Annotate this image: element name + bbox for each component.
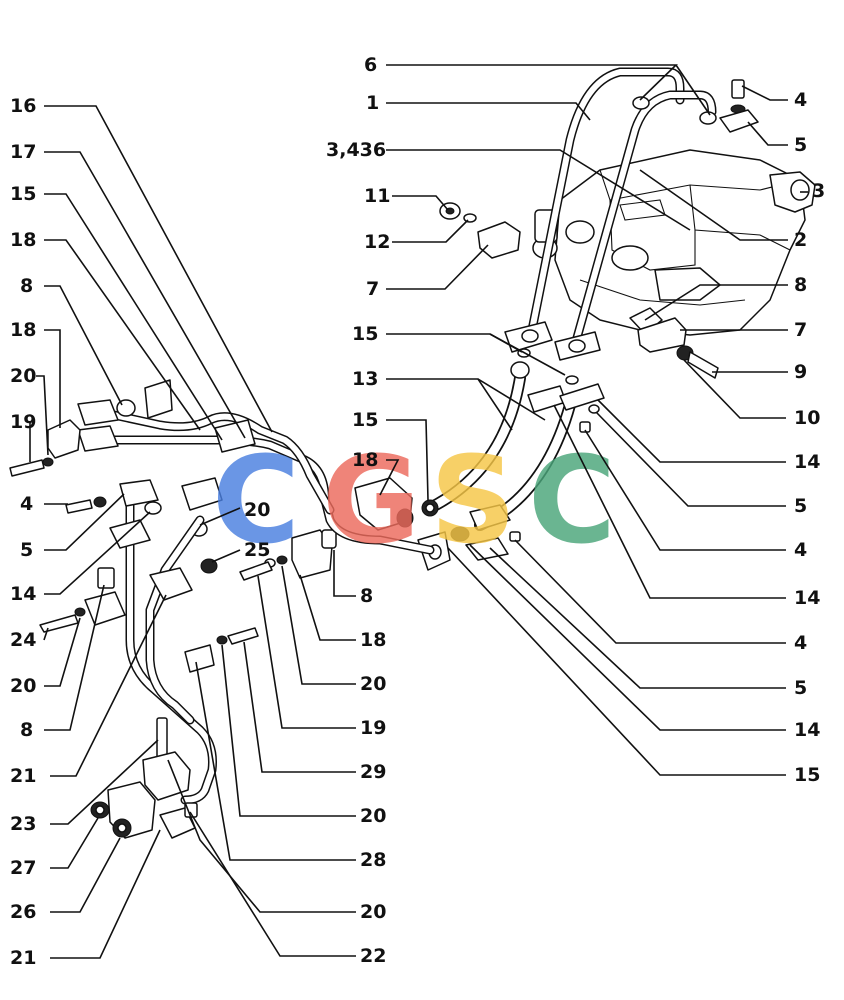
part-label: 4 — [794, 632, 807, 654]
part-label: 20 — [244, 499, 270, 521]
part-label: 17 — [10, 141, 36, 163]
part-label: 18 — [360, 629, 386, 651]
part-label: 24 — [10, 629, 36, 651]
part-label: 11 — [364, 185, 390, 207]
part-label: 1 — [366, 92, 379, 114]
part-label: 7 — [794, 319, 807, 341]
part-label: 5 — [794, 495, 807, 517]
part-label: 20 — [360, 901, 386, 923]
bottom-assembly — [90, 717, 198, 839]
part-label: 9 — [794, 361, 807, 383]
part-label: 12 — [364, 231, 390, 253]
part-label: 5 — [794, 134, 807, 156]
pipes-right — [504, 67, 717, 361]
part-label: 8 — [794, 274, 807, 296]
part-label: 21 — [10, 947, 36, 969]
part-label: 13 — [352, 368, 378, 390]
part-label: 4 — [794, 539, 807, 561]
part-label: 15 — [794, 764, 820, 786]
labels-right: 6 1 3,436 11 12 7 15 13 15 18 4 5 — [326, 54, 825, 786]
part-label: 16 — [10, 95, 36, 117]
part-label: 29 — [360, 761, 386, 783]
part-label: 20 — [10, 675, 36, 697]
part-label: 18 — [352, 449, 378, 471]
pipes-left — [77, 399, 435, 805]
part-label: 3 — [812, 180, 825, 202]
part-label: 8 — [20, 275, 33, 297]
part-label: 14 — [794, 587, 820, 609]
part-label: 18 — [10, 319, 36, 341]
part-label: 14 — [794, 719, 820, 741]
labels-left: 16 17 15 18 8 18 20 19 4 5 14 24 — [10, 95, 273, 969]
part-label: 3,436 — [326, 139, 386, 161]
part-label: 20 — [360, 805, 386, 827]
part-label: 19 — [360, 717, 386, 739]
part-label: 10 — [794, 407, 820, 429]
part-label: 18 — [10, 229, 36, 251]
part-label: 20 — [10, 365, 36, 387]
part-label: 6 — [364, 54, 377, 76]
part-label: 7 — [366, 278, 379, 300]
part-label: 27 — [10, 857, 36, 879]
part-label: 22 — [360, 945, 386, 967]
part-label: 8 — [360, 585, 373, 607]
part-label: 28 — [360, 849, 386, 871]
watermark-letter-2: G — [322, 432, 421, 571]
part-label: 5 — [794, 677, 807, 699]
part-label: 4 — [794, 89, 807, 111]
part-label: 14 — [794, 451, 820, 473]
labels-center: 20 25 8 18 20 19 29 20 28 20 22 — [167, 499, 386, 967]
watermark-letter-1: C — [212, 432, 300, 571]
part-label: 23 — [10, 813, 36, 835]
watermark-letter-3: S — [430, 432, 516, 571]
part-label: 15 — [10, 183, 36, 205]
part-label: 15 — [352, 409, 378, 431]
engine-block-drawing — [532, 149, 816, 336]
part-label: 15 — [352, 323, 378, 345]
part-label: 20 — [360, 673, 386, 695]
part-label: 4 — [20, 493, 33, 515]
small-parts-right — [439, 79, 759, 433]
small-parts-left — [9, 379, 259, 673]
part-label: 26 — [10, 901, 36, 923]
part-label: 2 — [794, 229, 807, 251]
watermark: C G S C — [212, 432, 616, 571]
part-label: 5 — [20, 539, 33, 561]
part-label: 25 — [244, 539, 270, 561]
part-label: 19 — [10, 411, 36, 433]
part-label: 8 — [20, 719, 33, 741]
part-label: 21 — [10, 765, 36, 787]
part-label: 14 — [10, 583, 36, 605]
